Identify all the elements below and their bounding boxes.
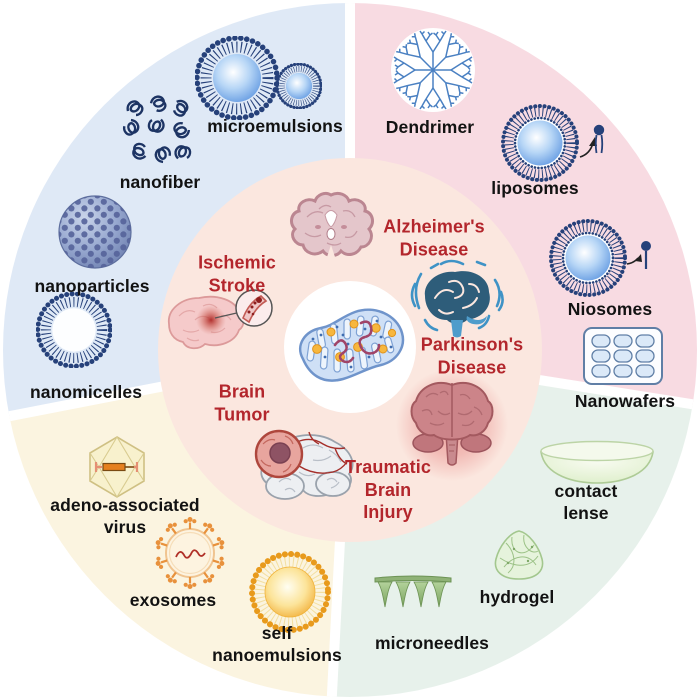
- parkinsons-brain-icon: [410, 259, 504, 338]
- label-niosomes: Niosomes: [567, 299, 653, 320]
- ischemic-stroke-icon: [168, 289, 273, 350]
- brain-tumor-icon: [254, 429, 354, 500]
- hydrogel-icon: [494, 530, 544, 580]
- label-dendrimer: Dendrimer: [385, 117, 475, 138]
- nanofiber-icon: [121, 93, 194, 165]
- adeno-associated-virus-icon: [89, 436, 145, 498]
- label-exosomes: exosomes: [129, 590, 217, 611]
- label-nanomicelles: nanomicelles: [29, 382, 143, 403]
- label-hydrogel: hydrogel: [479, 587, 555, 608]
- label-nanofiber: nanofiber: [119, 172, 201, 193]
- contact-lense-icon: [540, 440, 654, 484]
- nanoparticle-icon: [58, 195, 132, 269]
- nanomicelle-icon: [36, 292, 112, 368]
- exosome-icon: [152, 515, 228, 591]
- dendrimer-icon: [391, 28, 475, 112]
- label-contact-lense: contact lense: [554, 481, 618, 523]
- label-microneedles: microneedles: [374, 633, 490, 654]
- niosome-icon: [549, 219, 651, 297]
- label-microemulsions: microemulsions: [207, 116, 343, 137]
- nanowafer-icon: [583, 327, 663, 385]
- label-parkinsons-disease: Parkinson's Disease: [420, 334, 524, 377]
- label-alzheimers-disease: Alzheimer's Disease: [383, 216, 485, 259]
- mitochondrion-icon: [298, 308, 405, 382]
- label-traumatic-brain-injury: Traumatic Brain Injury: [345, 456, 431, 523]
- label-nanowafers: Nanowafers: [574, 391, 676, 412]
- label-brain-tumor: Brain Tumor: [214, 381, 270, 424]
- microemulsion-large-icon: [195, 36, 279, 120]
- label-ischemic-stroke: Ischemic Stroke: [198, 252, 276, 295]
- label-liposomes: liposomes: [491, 178, 579, 199]
- label-adeno-associated-virus: adeno-associated virus: [50, 495, 200, 537]
- microneedles-icon: [374, 575, 452, 608]
- label-nanoparticles: nanoparticles: [34, 276, 150, 297]
- liposome-icon: [501, 104, 605, 182]
- microemulsion-small-icon: [276, 63, 322, 109]
- label-self-nanoemulsions: self nanoemulsions: [212, 623, 342, 665]
- self-nanoemulsion-icon: [249, 551, 331, 633]
- alzheimers-brain-slice-icon: [290, 191, 374, 257]
- traumatic-brain-injury-icon: [396, 369, 508, 481]
